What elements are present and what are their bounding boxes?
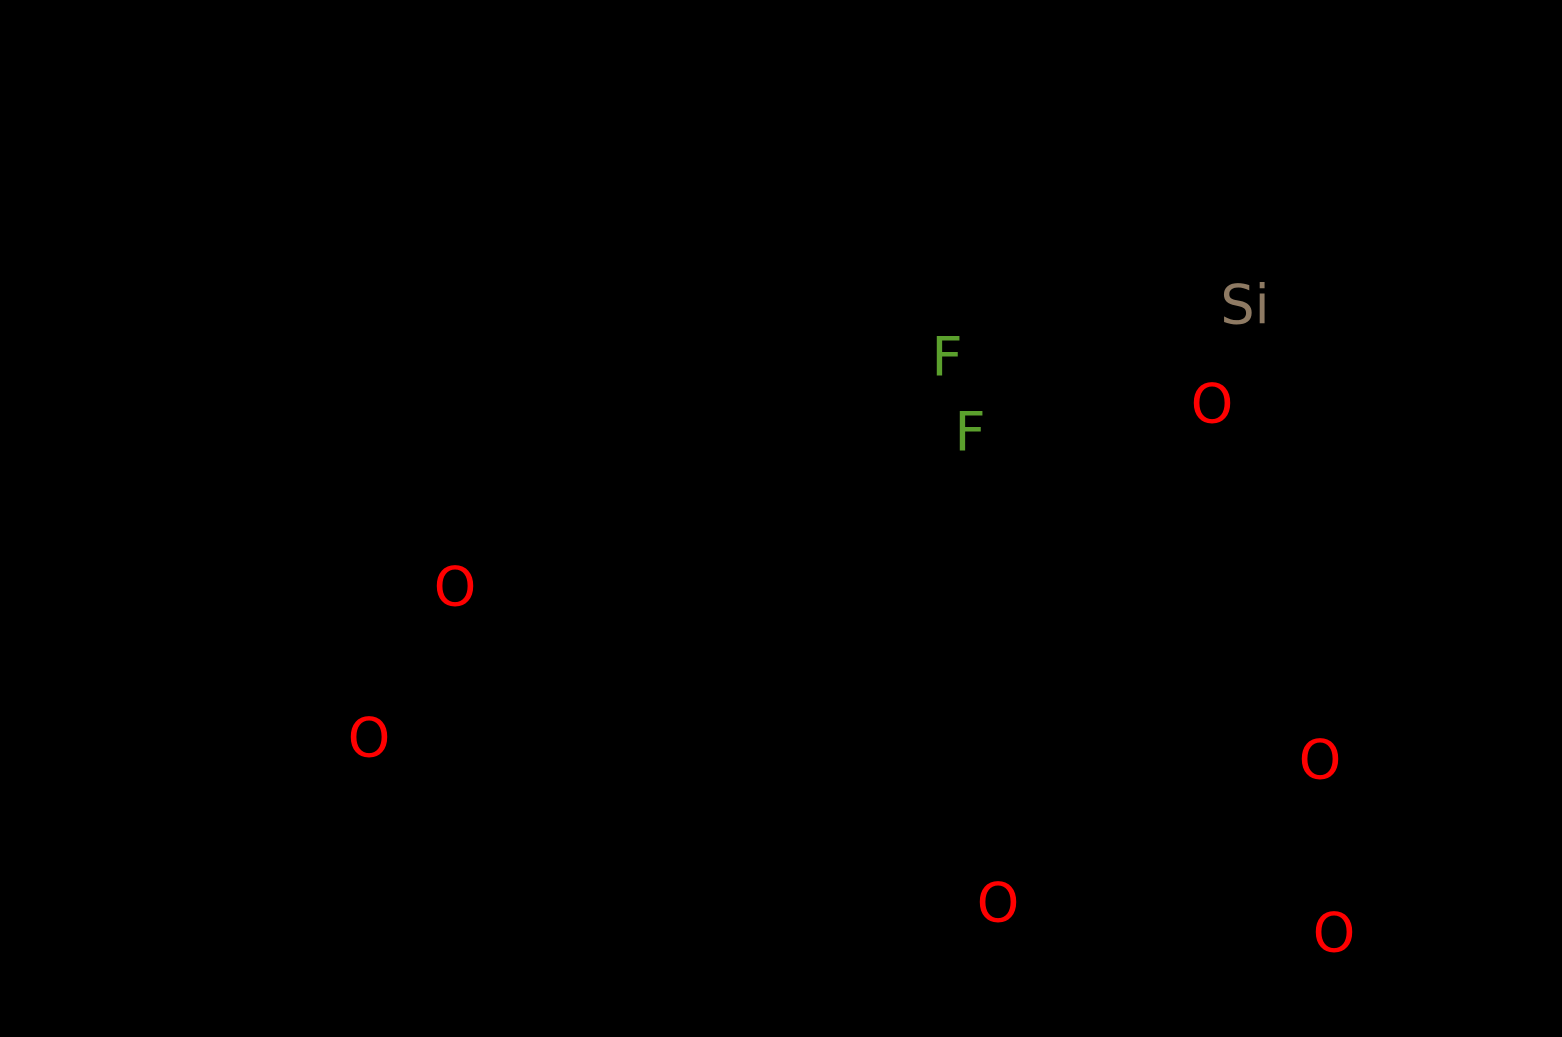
bond-group-silyl-ether xyxy=(1187,87,1513,523)
atom-label-oxygen-ester-left-upper: O xyxy=(434,556,477,619)
bond-group-right-ester xyxy=(787,717,1543,983)
atom-label-oxygen-carbonyl-left: O xyxy=(348,707,391,770)
atom-label-oxygen-carbonyl-right: O xyxy=(1313,902,1356,965)
atom-label-oxygen-ring: O xyxy=(977,872,1020,935)
atom-label-layer: F F Si O O O O O O xyxy=(348,274,1356,965)
atom-label-fluorine-2: F xyxy=(954,401,985,464)
atom-label-oxygen-silyl: O xyxy=(1191,373,1234,436)
bond-group-lower-left xyxy=(237,807,823,1003)
bond-group-core-backbone xyxy=(697,247,1293,893)
bond-group-upper-left xyxy=(57,27,1523,883)
atom-label-silicon: Si xyxy=(1220,274,1269,337)
atom-label-oxygen-ester-right-upper: O xyxy=(1299,729,1342,792)
atom-label-fluorine-1: F xyxy=(931,326,962,389)
bond-group-left-ester xyxy=(397,467,703,883)
bond-group-difluoro xyxy=(952,397,988,473)
